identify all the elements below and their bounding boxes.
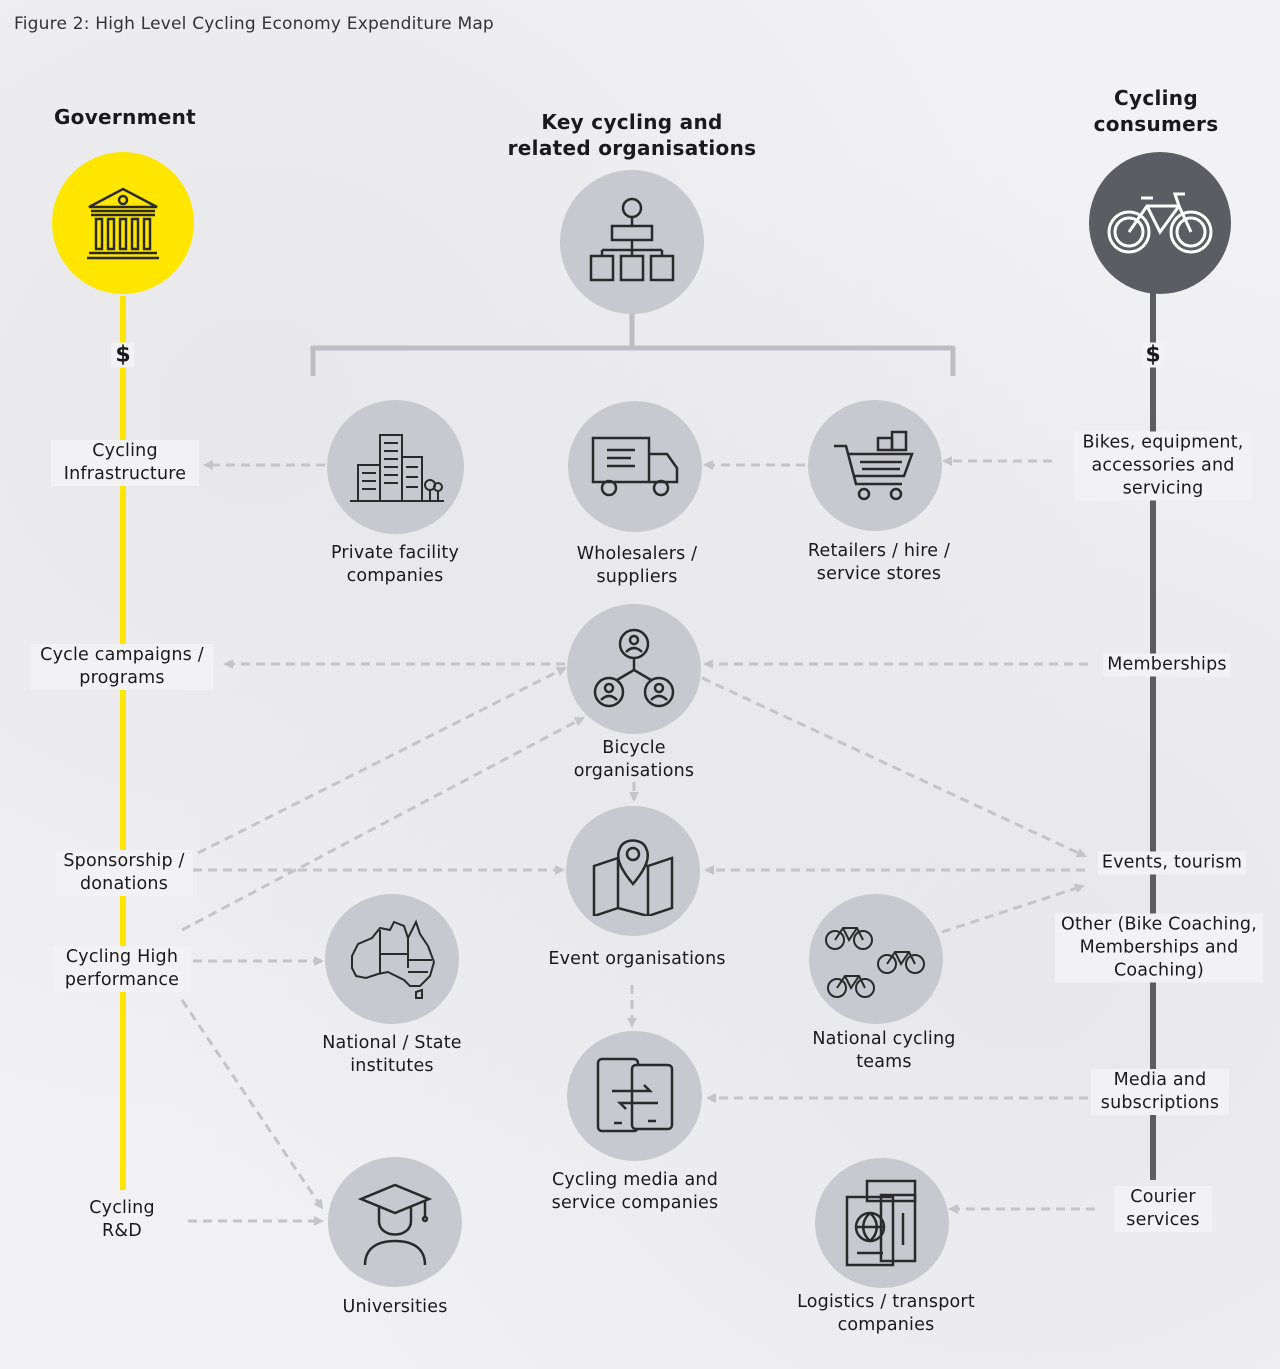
consumers-circle [1089, 152, 1231, 294]
consumer-item-media: Media and subscriptions [1091, 1069, 1229, 1115]
node-label-private-facility: Private facility companies [330, 543, 460, 586]
arrow-bicycle-to-events [701, 676, 1087, 858]
arrow-highperf-to-bicycle [181, 716, 585, 932]
flow-arrows [180, 456, 1095, 1226]
gov-item-rnd: Cycling R&D [73, 1197, 171, 1243]
australia-map-icon [351, 919, 436, 999]
consumer-item-other: Other (Bike Coaching, Memberships and Co… [1055, 913, 1263, 983]
universities-circle [328, 1157, 462, 1287]
org-bracket [310, 308, 956, 376]
gov-item-campaigns: Cycle campaigns / programs [30, 644, 214, 690]
wholesalers-circle [568, 401, 702, 532]
passport-icon [845, 1179, 917, 1267]
figure-title: Figure 2: High Level Cycling Economy Exp… [14, 14, 494, 34]
national-state-circle [325, 894, 459, 1024]
delivery-truck-icon [591, 436, 679, 496]
header-organisations: Key cycling and related organisations [507, 110, 757, 160]
retailers-circle [808, 400, 942, 531]
consumer-item-courier: Courier services [1114, 1186, 1212, 1232]
consumer-item-events: Events, tourism [1097, 851, 1247, 875]
city-buildings-icon [349, 434, 444, 502]
logistics-circle [815, 1158, 949, 1288]
node-label-national-teams: National cycling teams [812, 1029, 956, 1072]
government-dollar: $ [111, 342, 135, 368]
node-label-retailers: Retailers / hire / service stores [807, 541, 951, 584]
shopping-cart-icon [834, 430, 914, 500]
node-label-media: Cycling media and service companies [551, 1170, 719, 1213]
node-label-wholesalers: Wholesalers / suppliers [576, 544, 698, 587]
government-circle [52, 152, 194, 294]
node-label-national-state: National / State institutes [322, 1033, 462, 1076]
node-label-bicycle-orgs: Bicycle organisations [573, 738, 695, 781]
consumer-item-memberships: Memberships [1103, 653, 1231, 677]
media-circle [567, 1031, 702, 1161]
consumer-dollar: $ [1141, 342, 1165, 368]
gov-item-sponsorship: Sponsorship / donations [55, 850, 193, 896]
national-teams-circle [809, 894, 943, 1024]
organisations-circle [560, 170, 704, 314]
graduate-icon [357, 1183, 433, 1266]
bicycle-icon [1107, 192, 1213, 254]
header-government: Government [53, 105, 197, 129]
government-building-icon [87, 187, 159, 260]
arrow-teams-to-other [941, 883, 1085, 934]
private-facility-circle [327, 400, 464, 534]
gov-item-high-performance: Cycling High performance [53, 946, 191, 992]
map-pin-icon [592, 839, 674, 916]
arrow-highperf-to-universities [180, 999, 324, 1210]
bicycle-orgs-circle [567, 604, 701, 734]
arrow-sponsorship-to-bicycle [197, 666, 567, 855]
node-label-logistics: Logistics / transport companies [797, 1292, 975, 1335]
bicycles-group-icon [825, 927, 925, 998]
device-exchange-icon [596, 1057, 673, 1133]
node-label-universities: Universities [342, 1297, 448, 1317]
consumer-item-bikes: Bikes, equipment, accessories and servic… [1074, 431, 1252, 501]
header-consumers: Cycling consumers [1093, 86, 1219, 136]
gov-item-infrastructure: Cycling Infrastructure [51, 440, 199, 486]
event-orgs-circle [566, 806, 700, 936]
people-network-icon [593, 628, 675, 708]
node-label-event-orgs: Event organisations [548, 949, 726, 969]
org-chart-icon [589, 197, 675, 282]
